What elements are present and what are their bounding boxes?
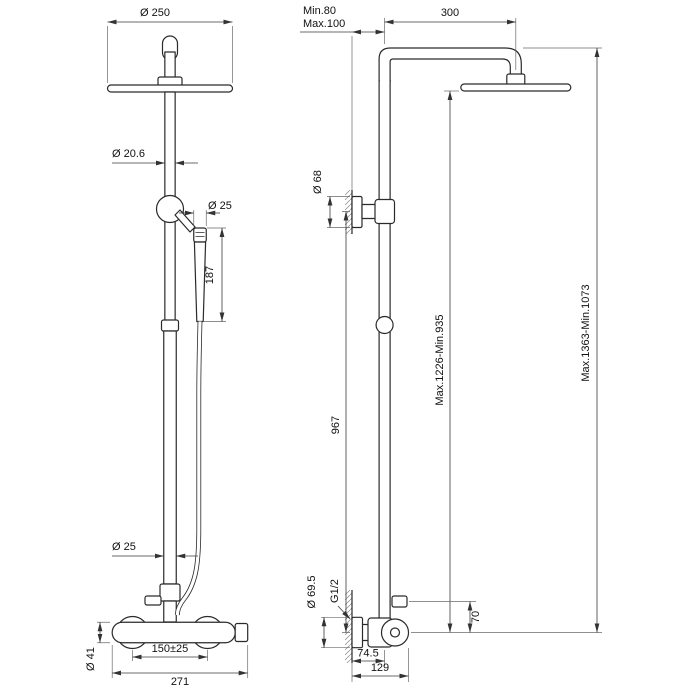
hand-shower-handle bbox=[193, 241, 207, 323]
dim-inlet-centers-label: 150±25 bbox=[152, 643, 189, 655]
arch-outer bbox=[378, 47, 522, 82]
hand-shower bbox=[193, 227, 207, 323]
hose-inner bbox=[175, 321, 202, 616]
mixer-body bbox=[111, 621, 236, 644]
riser-to-mixer-pipe bbox=[163, 600, 177, 623]
dim-head-height-label: Max.1226-Min.935 bbox=[434, 314, 446, 405]
dim-escutcheon-diameter-label: Ø 69.5 bbox=[306, 575, 318, 608]
diverter-knob bbox=[144, 595, 162, 606]
side-view: Min.80 Max.100 300 Ø 68 967 Max.1226-Min… bbox=[300, 5, 602, 682]
valve-knob-center bbox=[389, 627, 401, 638]
arm-pipe bbox=[164, 51, 176, 81]
riser-collar bbox=[160, 319, 180, 332]
dim-handshower-diameter-label: Ø 25 bbox=[208, 200, 232, 212]
outlet-elbow bbox=[391, 595, 408, 608]
dim-riser-diameter-label: Ø 20.6 bbox=[112, 148, 145, 160]
hand-shower-head bbox=[193, 227, 207, 243]
column-side bbox=[375, 47, 572, 618]
wall-hatch-bottom bbox=[345, 590, 352, 663]
dim-outlet-offset-label: 70 bbox=[470, 611, 482, 623]
dim-bracket-to-mixer-label: 967 bbox=[330, 416, 342, 434]
riser-collar-side bbox=[375, 315, 394, 335]
dimensions-side: Min.80 Max.100 300 Ø 68 967 Max.1226-Min… bbox=[300, 5, 602, 682]
head-hub-side bbox=[506, 73, 526, 86]
slider-holder bbox=[155, 194, 196, 233]
dimensions-front: Ø 250 Ø 20.6 Ø 25 187 Ø 25 Ø 41 bbox=[85, 7, 249, 688]
dim-wall-distance-max-label: Max.100 bbox=[303, 18, 345, 30]
dim-head-diameter-label: Ø 250 bbox=[140, 7, 170, 19]
wall-bracket bbox=[351, 195, 396, 229]
dim-wall-to-axis-label: 74.5 bbox=[357, 648, 378, 660]
shower-head-side bbox=[460, 83, 572, 92]
dim-mixer-width-label: 271 bbox=[171, 676, 189, 688]
dim-connection-thread-label: G1/2 bbox=[329, 579, 341, 603]
hand-shower-face-lines bbox=[195, 232, 205, 237]
wall-hatch-top bbox=[345, 190, 352, 234]
dim-arm-reach-label: 300 bbox=[441, 7, 459, 19]
mixer-side bbox=[351, 595, 410, 649]
dim-lower-riser-diameter-label: Ø 25 bbox=[112, 541, 136, 553]
dim-wall-to-front-label: 129 bbox=[371, 662, 389, 674]
dim-handshower-length-label: 187 bbox=[204, 266, 216, 284]
holder-arm bbox=[174, 209, 196, 233]
dim-column-height-label: Max.1363-Min.1073 bbox=[580, 284, 592, 381]
valve-escutcheon-side bbox=[351, 616, 364, 649]
bracket-clamp bbox=[374, 198, 396, 225]
bracket-flange bbox=[351, 195, 363, 229]
riser-union bbox=[159, 583, 181, 602]
front-view: Ø 250 Ø 20.6 Ø 25 187 Ø 25 Ø 41 bbox=[85, 7, 249, 688]
shower-head-disc bbox=[106, 84, 234, 93]
dim-bracket-diameter-label: Ø 68 bbox=[312, 170, 324, 194]
mixer-front bbox=[111, 615, 249, 650]
dim-wall-distance-min-label: Min.80 bbox=[303, 5, 336, 17]
riser-front bbox=[144, 91, 181, 623]
dim-mixer-diameter-label: Ø 41 bbox=[85, 647, 97, 671]
lower-riser-pipe bbox=[163, 330, 177, 585]
overhead-shower-front bbox=[106, 35, 234, 93]
mixer-knurled-knob bbox=[234, 622, 249, 643]
hand-shower-hose bbox=[174, 321, 203, 616]
arch-inner bbox=[389, 58, 511, 82]
